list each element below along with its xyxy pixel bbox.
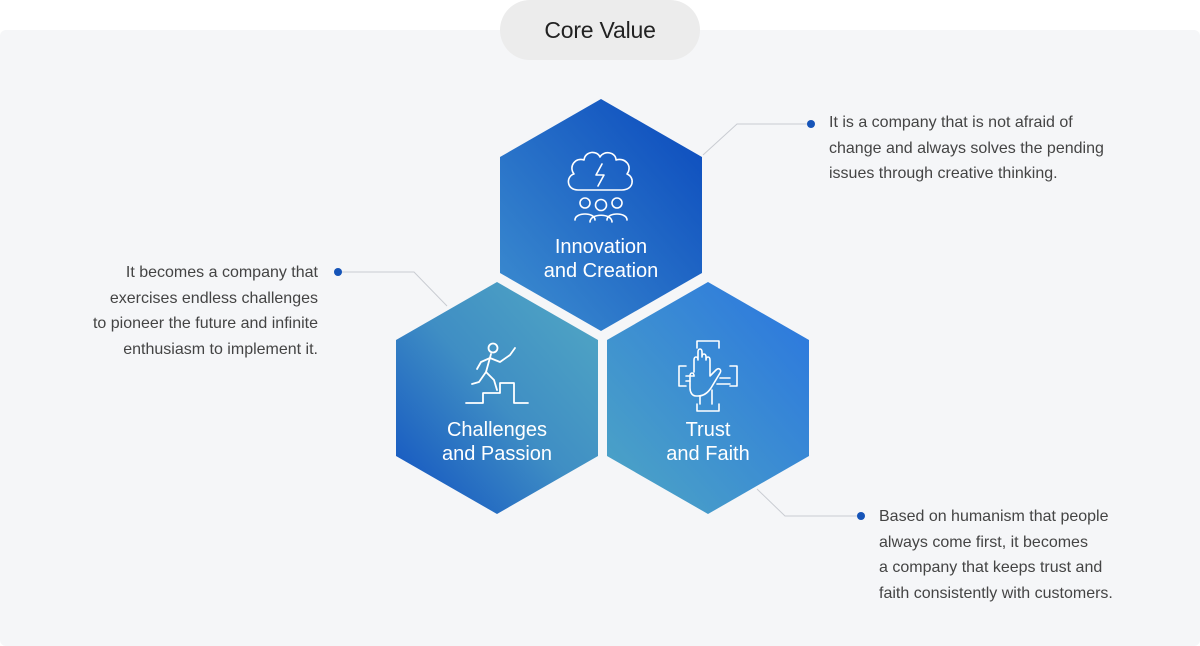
section-title-text: Core Value bbox=[544, 16, 656, 43]
hexagon-challenges bbox=[396, 282, 598, 514]
description-challenges: It becomes a company that exercises endl… bbox=[92, 264, 318, 358]
description-innovation: It is a company that is not afraid of ch… bbox=[829, 114, 1104, 182]
bullets bbox=[334, 120, 865, 520]
connector-left bbox=[338, 271, 448, 307]
joined-hands-icon bbox=[678, 340, 738, 412]
bullet-top bbox=[807, 120, 815, 128]
section-title: Core Value bbox=[500, 0, 700, 60]
brain-team-icon bbox=[567, 151, 633, 223]
connector-right bbox=[756, 488, 861, 517]
person-climbing-stairs-icon bbox=[465, 342, 529, 404]
connector-top bbox=[702, 123, 811, 156]
hexagon-challenges-label: Challenges and Passion bbox=[441, 419, 553, 465]
hexagon-trust bbox=[607, 282, 809, 514]
hexagon-innovation-label: Innovation and Creation bbox=[543, 236, 659, 282]
bullet-left bbox=[334, 268, 342, 276]
hexagon-trust-label: Trust and Faith bbox=[666, 419, 750, 465]
description-trust: Based on humanism that people always com… bbox=[879, 508, 1113, 602]
bullet-right bbox=[857, 512, 865, 520]
connector-lines bbox=[338, 123, 861, 517]
